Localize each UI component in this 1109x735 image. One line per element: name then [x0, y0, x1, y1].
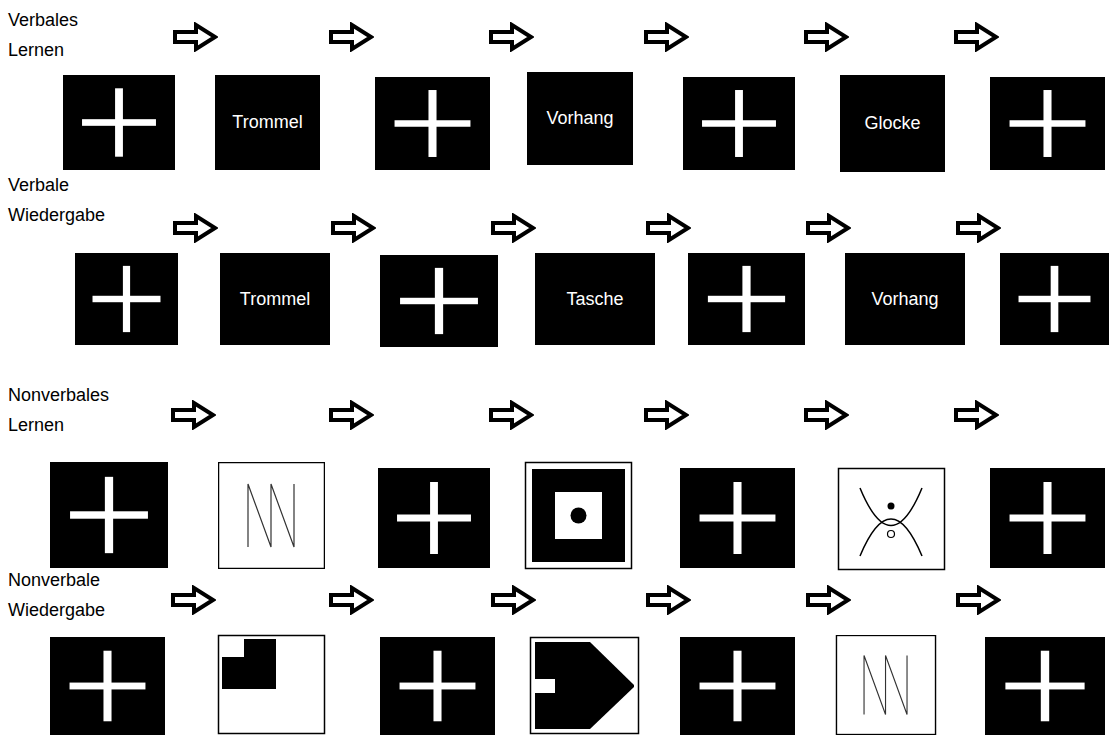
square-dot-figure: [526, 463, 632, 569]
fixation-cross: [990, 77, 1105, 170]
stimulus-word: Tasche: [566, 289, 623, 310]
sequence-arrows: [173, 25, 998, 612]
word-stimulus-box: Trommel: [215, 75, 320, 170]
corner-block-figure: [219, 636, 325, 734]
fixation-cross: [75, 253, 178, 345]
fixation-crosses: [50, 75, 1109, 735]
arrow-symbol: [491, 403, 531, 427]
arrow-symbol: [331, 25, 371, 49]
fixation-cross: [375, 77, 490, 170]
row-label: Nonverbales Lernen: [8, 380, 126, 440]
fixation-cross: [63, 75, 175, 170]
fixation-cross: [683, 77, 795, 170]
arrow-symbol: [175, 25, 215, 49]
fixation-cross: [1000, 253, 1109, 345]
fixation-cross: [50, 637, 165, 735]
stimulus-word: Trommel: [240, 289, 310, 310]
arrow-symbol: [648, 216, 688, 240]
stimulus-word: Vorhang: [546, 108, 613, 129]
word-stimulus-box: Vorhang: [527, 72, 633, 165]
curves-figure: [839, 469, 945, 570]
fixation-cross: [688, 253, 805, 345]
row-label: Verbale Wiedergabe: [8, 170, 126, 230]
arrow-symbol: [956, 403, 996, 427]
stimulus-word: Glocke: [864, 113, 920, 134]
arrow-symbol: [808, 588, 848, 612]
arrow-symbol: [491, 25, 531, 49]
arrow-symbol: [331, 588, 371, 612]
arrow-symbol: [493, 216, 533, 240]
zigzag-figure: [219, 463, 325, 569]
fixation-cross: [680, 637, 795, 735]
row-label: Verbales Lernen: [8, 5, 126, 65]
arrow-symbol: [493, 588, 533, 612]
fixation-cross: [680, 468, 795, 568]
arrow-symbol: [958, 588, 998, 612]
arrow-symbol: [173, 588, 213, 612]
arrow-block-figure: [531, 638, 639, 734]
arrow-symbol: [333, 216, 373, 240]
arrow-symbol: [646, 403, 686, 427]
arrow-symbol: [648, 588, 688, 612]
fixation-cross: [990, 468, 1105, 568]
arrow-symbol: [956, 25, 996, 49]
word-stimulus-box: Vorhang: [845, 253, 965, 345]
zigzag-figure: [836, 635, 935, 734]
arrow-symbol: [173, 403, 213, 427]
fixation-cross: [380, 255, 498, 347]
word-stimulus-box: Glocke: [840, 75, 945, 172]
arrow-symbol: [958, 216, 998, 240]
arrow-symbol: [331, 403, 371, 427]
stimulus-word: Vorhang: [871, 289, 938, 310]
word-stimulus-box: Trommel: [220, 253, 330, 345]
word-stimulus-box: Tasche: [535, 253, 655, 345]
stimulus-word: Trommel: [232, 112, 302, 133]
arrow-symbol: [646, 25, 686, 49]
row-label: Nonverbale Wiedergabe: [8, 565, 126, 625]
fixation-cross: [50, 462, 168, 568]
fixation-cross: [380, 637, 495, 735]
fixation-cross: [985, 637, 1105, 735]
arrow-symbol: [806, 25, 846, 49]
fixation-cross: [378, 468, 490, 568]
arrow-symbol: [808, 216, 848, 240]
arrow-symbol: [175, 216, 215, 240]
arrow-symbol: [806, 403, 846, 427]
